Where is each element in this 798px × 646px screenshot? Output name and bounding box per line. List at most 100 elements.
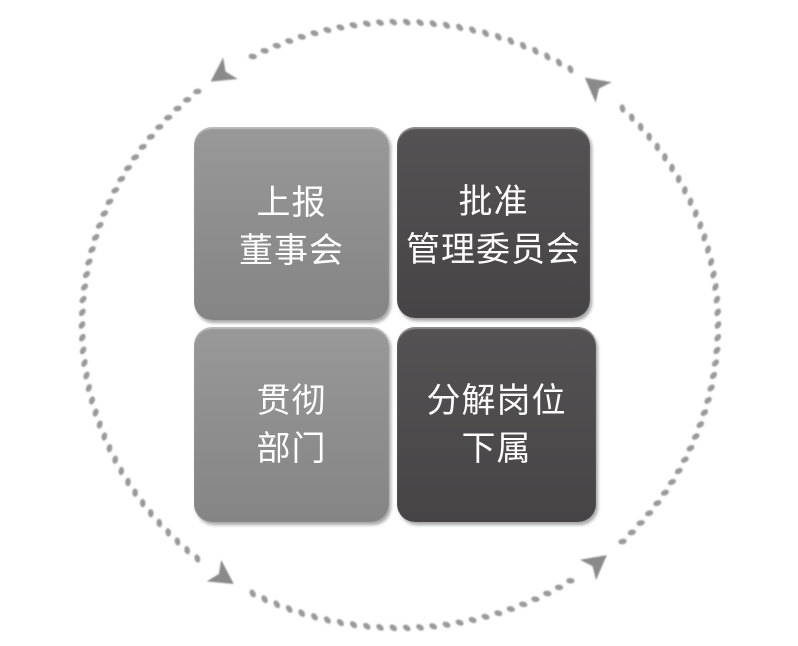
ring-dot <box>654 142 661 152</box>
ring-dot <box>193 88 202 95</box>
tile-label-line1: 批准 <box>458 181 529 222</box>
ring-dot <box>697 221 704 230</box>
ring-dot <box>707 384 715 392</box>
ring-dot <box>79 295 87 304</box>
ring-dot <box>138 143 147 150</box>
ring-dot <box>78 308 86 317</box>
ring-dot <box>429 623 438 630</box>
tile-report-board: 上报 董事会 <box>194 127 389 320</box>
ring-dot <box>310 30 319 37</box>
ring-dot <box>543 590 552 597</box>
ring-dot <box>83 371 90 380</box>
ring-dot <box>532 46 539 55</box>
ring-dot <box>675 174 682 184</box>
ring-dot <box>78 321 86 329</box>
ring-dot <box>637 122 644 132</box>
ring-dot <box>506 606 515 612</box>
ring-dot <box>105 198 114 206</box>
ring-dot <box>273 600 281 609</box>
ring-dot <box>376 623 384 631</box>
ring-dot <box>636 520 645 526</box>
ring-dot <box>674 467 683 475</box>
ring-dot <box>627 529 636 536</box>
ring-dot <box>468 616 477 624</box>
ring-dot <box>482 29 489 37</box>
ring-dot <box>442 21 451 29</box>
ring-dot <box>712 283 719 291</box>
ring-dot <box>691 433 700 440</box>
ring-dot <box>362 20 371 27</box>
ring-dot <box>261 595 268 604</box>
tile-implement-department: 贯彻 部门 <box>194 327 389 522</box>
tile-label-line1: 贯彻 <box>256 380 327 421</box>
arrowhead-icon <box>210 57 238 82</box>
ring-dot <box>82 270 91 279</box>
ring-dot <box>494 610 503 617</box>
arrowhead-icon <box>584 77 612 103</box>
ring-dot <box>88 246 96 254</box>
ring-dot <box>660 489 669 496</box>
ring-dot <box>118 466 125 476</box>
ring-dot <box>416 624 424 631</box>
ring-dot <box>311 613 318 621</box>
tile-label-line2: 下属 <box>461 428 532 469</box>
ring-dot <box>79 333 86 342</box>
ring-dot <box>714 321 722 329</box>
ring-dot <box>402 624 411 632</box>
ring-dot <box>174 537 181 546</box>
ring-dot <box>519 41 527 50</box>
ring-dot <box>91 233 100 241</box>
ring-dot <box>456 23 464 31</box>
ring-dot <box>662 153 668 162</box>
ring-dot <box>323 26 332 34</box>
ring-dot <box>708 257 715 267</box>
ring-dot <box>194 554 201 563</box>
ring-dot <box>132 488 138 497</box>
ring-dot <box>336 619 344 627</box>
ring-dot <box>125 477 131 487</box>
ring-dot <box>507 37 515 45</box>
ring-dot <box>554 584 564 591</box>
ring-dot <box>79 346 87 355</box>
ring-dot <box>298 609 306 617</box>
cycle-arrows <box>206 57 612 585</box>
tile-label-line1: 分解岗位 <box>426 380 567 421</box>
ring-dot <box>260 47 269 54</box>
dotted-circle <box>78 18 722 632</box>
tile-label-line2: 管理委员会 <box>406 229 581 270</box>
ring-dot <box>139 498 146 508</box>
ring-dot <box>100 210 109 217</box>
ring-dot <box>349 621 358 629</box>
ring-dot <box>531 596 540 603</box>
ring-dot <box>669 163 675 173</box>
ring-dot <box>714 308 721 317</box>
ring-dot <box>714 333 722 342</box>
ring-dot <box>481 613 490 620</box>
ring-dot <box>494 33 502 41</box>
ring-dot <box>297 33 306 40</box>
ring-dot <box>567 65 574 74</box>
ring-dot <box>713 295 721 304</box>
ring-dot <box>95 222 104 229</box>
ring-dot <box>692 209 699 218</box>
ring-dot <box>117 175 126 183</box>
ring-dot <box>131 154 140 161</box>
ring-dot <box>646 132 653 141</box>
ring-dot <box>156 518 163 528</box>
ring-dot <box>81 359 88 367</box>
ring-dot <box>455 619 464 626</box>
ring-dot <box>618 538 627 545</box>
ring-dot <box>704 245 712 254</box>
tile-label-line1: 上报 <box>256 182 327 223</box>
ring-dot <box>111 187 120 194</box>
ring-dot <box>645 510 654 517</box>
ring-dot <box>112 455 119 464</box>
ring-dot <box>249 589 256 598</box>
tile-label-line2: 部门 <box>256 428 327 469</box>
ring-dot <box>469 26 477 34</box>
ring-dot <box>106 444 113 453</box>
ring-dot <box>101 432 108 441</box>
ring-dot <box>123 164 133 172</box>
ring-dot <box>272 42 281 49</box>
ring-dot <box>88 396 96 405</box>
